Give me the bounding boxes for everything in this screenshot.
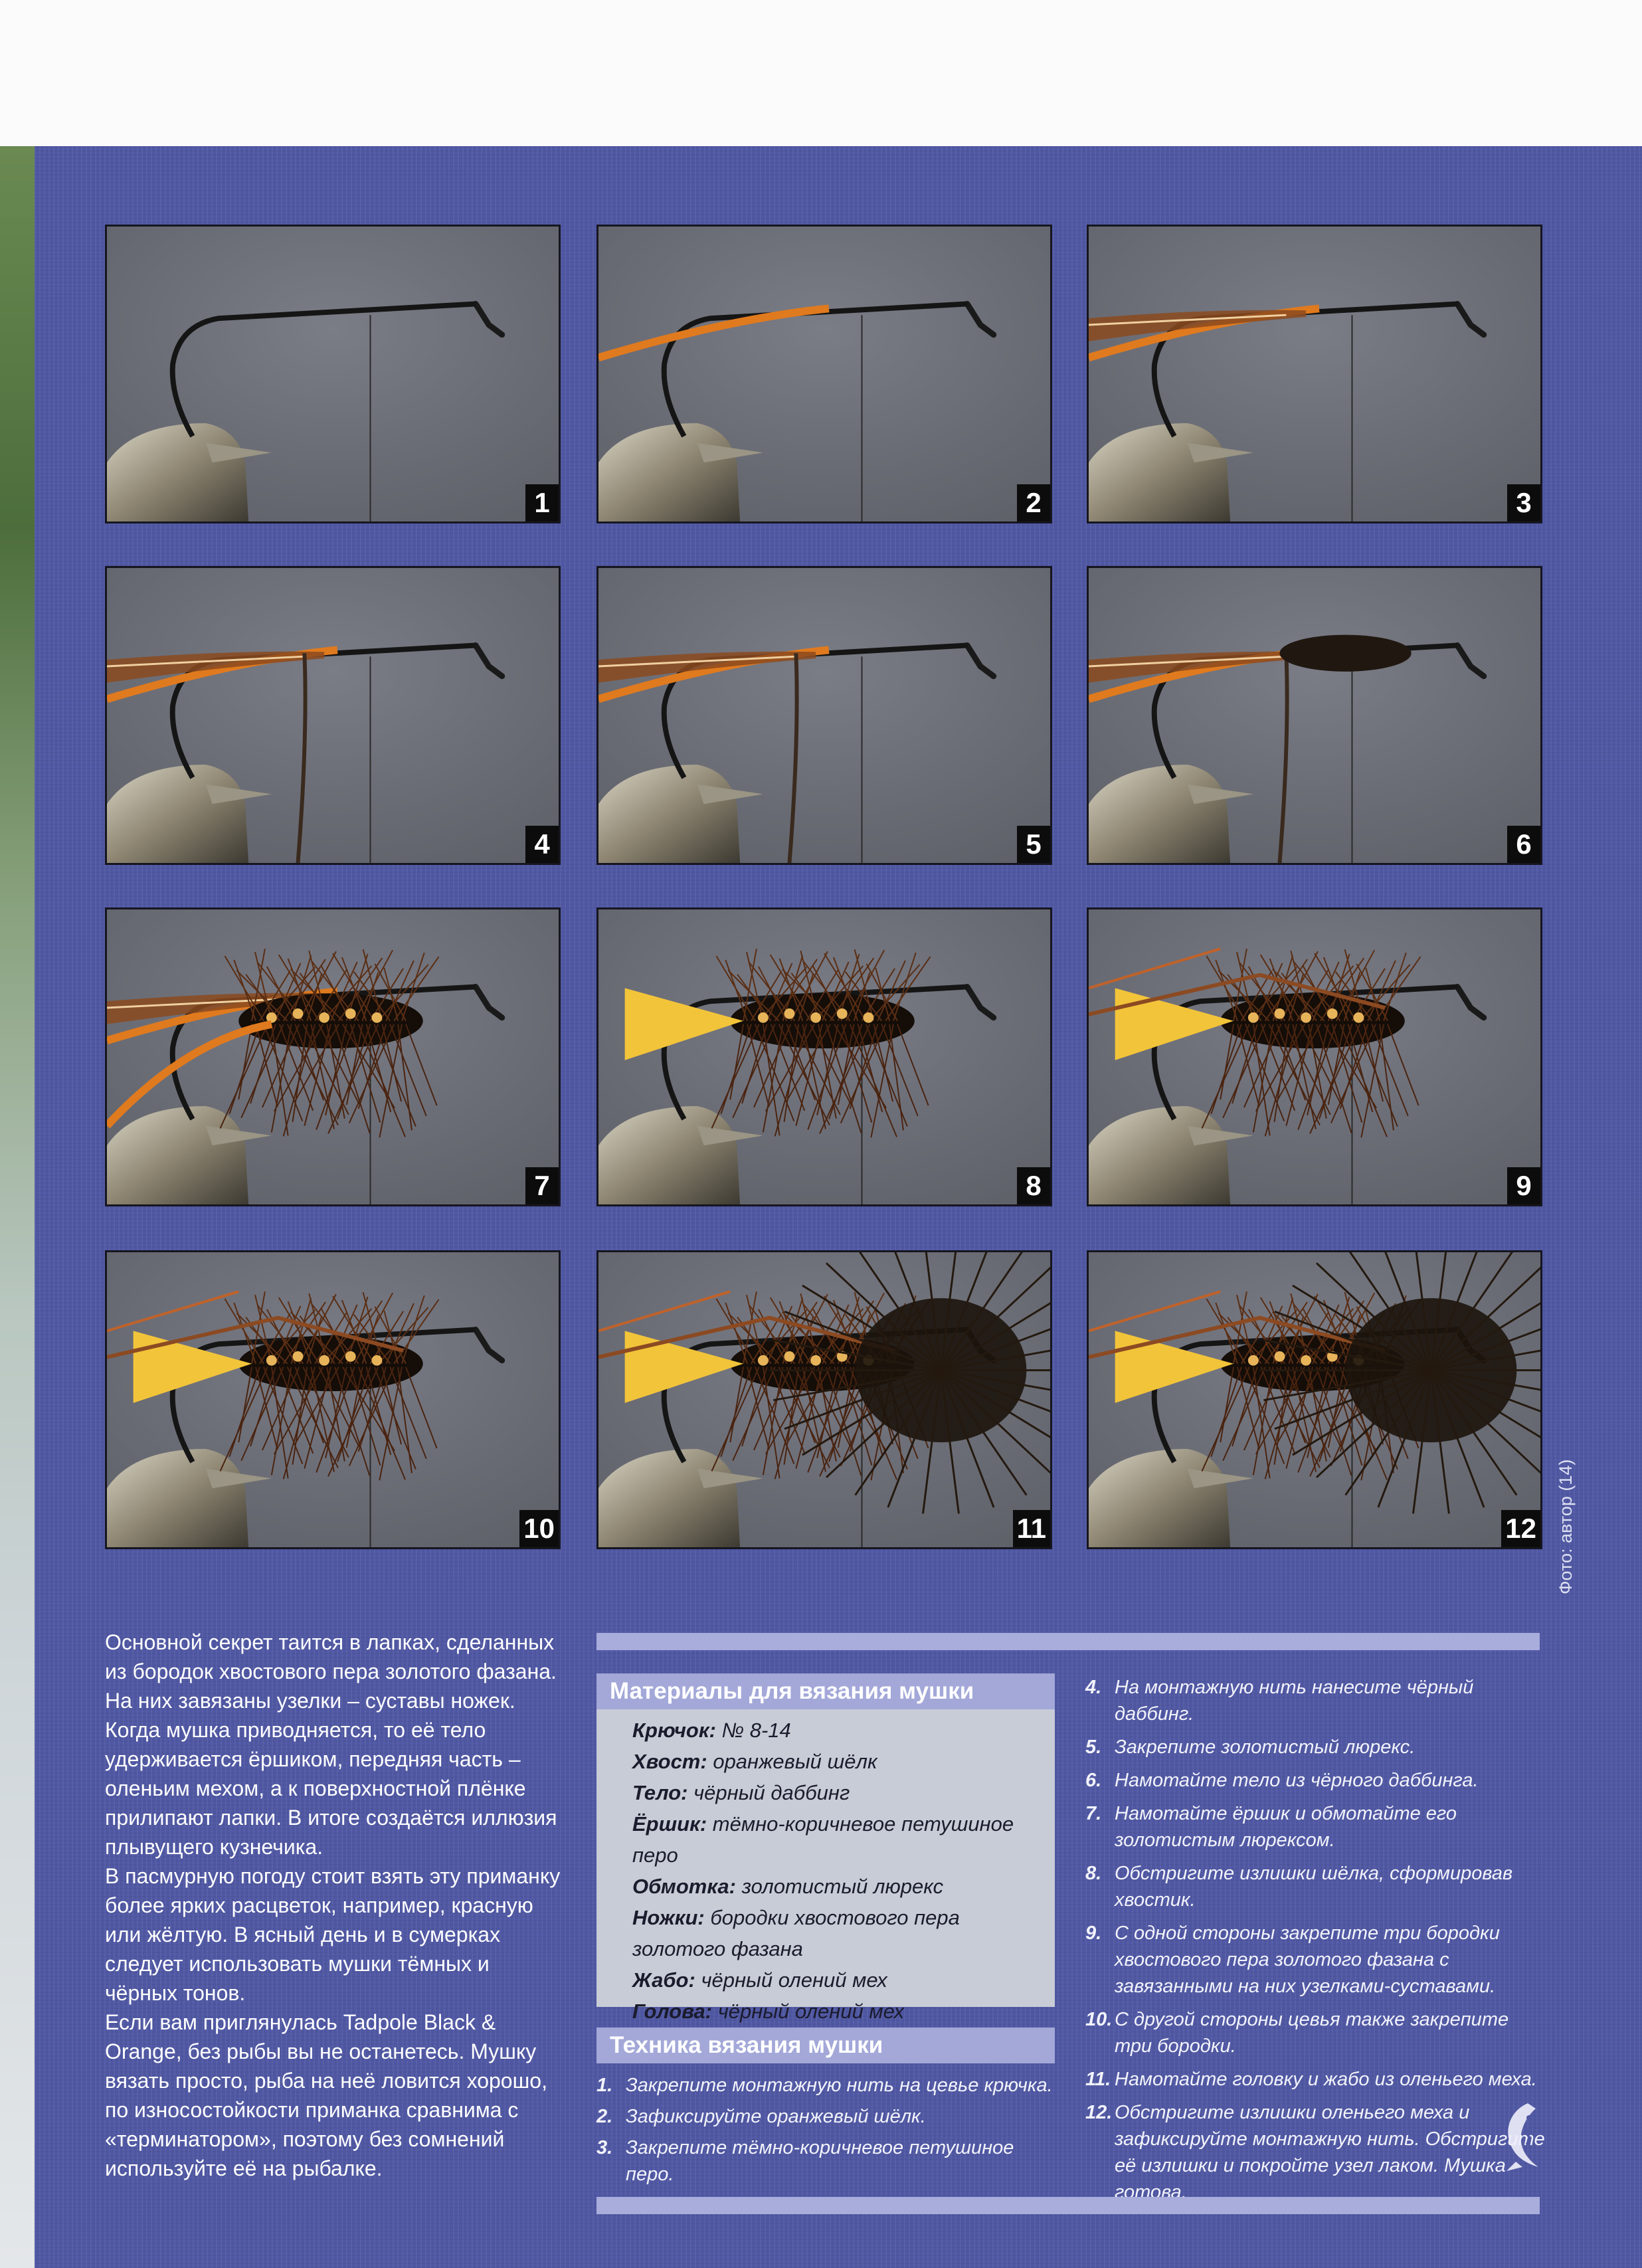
step-photo: 3 <box>1087 225 1542 523</box>
photo-credit: Фото: автор (14) <box>1556 1459 1576 1594</box>
technique-step: 12.Обстригите излишки оленьего меха и за… <box>1085 2099 1550 2206</box>
materials-title: Материалы для вязания мушки <box>596 1673 1055 1709</box>
material-row: Крючок: № 8-14 <box>632 1715 1042 1746</box>
step-text: Закрепите монтажную нить на цевье крючка… <box>626 2075 1053 2096</box>
intro-paragraph: Если вам приглянулась Tadpole Black & Or… <box>105 2010 547 2180</box>
step-photo-number: 2 <box>1017 484 1050 521</box>
divider-bar-top <box>596 1633 1540 1650</box>
step-text: Намотайте головку и жабо из оленьего мех… <box>1115 2069 1537 2090</box>
technique-step: 2. Зафиксируйте оранжевый шёлк. <box>596 2103 1061 2130</box>
step-photo: 4 <box>105 566 561 865</box>
step-text: Зафиксируйте оранжевый шёлк. <box>626 2106 926 2127</box>
material-name: Крючок: <box>632 1719 716 1742</box>
step-index: 12. <box>1085 2102 1113 2123</box>
material-row: Обмотка: золотистый люрекс <box>632 1871 1042 1902</box>
step-photo: 6 <box>1087 566 1542 865</box>
material-value: оранжевый шёлк <box>713 1750 877 1773</box>
step-text: Обстригите излишки шёлка, сформировав хв… <box>1115 1863 1513 1911</box>
material-row: Ножки: бородки хвостового пера золотого … <box>632 1902 1042 1964</box>
step-text: С другой стороны цевья также закрепите т… <box>1115 2009 1509 2057</box>
material-value: чёрный даббинг <box>693 1781 850 1804</box>
step-photo-number: 6 <box>1507 826 1540 863</box>
step-text: Намотайте ёршик и обмотайте его золотист… <box>1115 1803 1457 1851</box>
step-photo-number: 5 <box>1017 826 1050 863</box>
technique-step: 7. Намотайте ёршик и обмотайте его золоти… <box>1085 1800 1550 1853</box>
technique-step: 5. Закрепите золотистый люрекс. <box>1085 1734 1550 1760</box>
step-photo-number: 9 <box>1507 1167 1540 1204</box>
technique-step: 3. Закрепите тёмно-коричневое петушиное п… <box>596 2134 1061 2188</box>
step-photo: 1 <box>105 225 561 523</box>
technique-step: 8. Обстригите излишки шёлка, сформировав … <box>1085 1860 1550 1913</box>
material-name: Ёршик: <box>632 1812 707 1836</box>
step-photo-number: 7 <box>525 1167 559 1204</box>
step-photo: 9 <box>1087 907 1542 1206</box>
material-value: чёрный олений мех <box>717 2000 905 2023</box>
step-photo-number: 1 <box>525 484 559 521</box>
step-text: Обстригите излишки оленьего меха и зафик… <box>1115 2102 1545 2203</box>
technique-step: 11.Намотайте головку и жабо из оленьего … <box>1085 2066 1550 2093</box>
step-index: 7. <box>1085 1803 1102 1824</box>
material-row: Жабо: чёрный олений мех <box>632 1964 1042 1996</box>
adjacent-page-edge <box>0 146 35 2268</box>
step-index: 6. <box>1085 1770 1102 1791</box>
step-photo: 2 <box>596 225 1052 523</box>
step-photo: 11 <box>596 1250 1052 1549</box>
technique-steps-right: 4. На монтажную нить нанесите чёрный дабб… <box>1085 1674 1550 2212</box>
step-text: Закрепите золотистый люрекс. <box>1115 1737 1415 1758</box>
materials-list: Крючок: № 8-14 Хвост: оранжевый шёлк Тел… <box>596 1709 1055 2023</box>
material-name: Тело: <box>632 1781 688 1804</box>
step-photo: 5 <box>596 566 1052 865</box>
step-index: 3. <box>596 2137 613 2158</box>
technique-step: 6. Намотайте тело из чёрного даббинга. <box>1085 1767 1550 1794</box>
material-name: Обмотка: <box>632 1875 736 1898</box>
material-row: Голова: чёрный олений мех <box>632 1996 1042 2027</box>
step-photo-number: 12 <box>1501 1510 1540 1547</box>
intro-text: Основной секрет таится в лапках, сделанн… <box>105 1628 563 2183</box>
step-photo: 12 <box>1087 1250 1542 1549</box>
technique-step: 9. С одной стороны закрепите три бородки … <box>1085 1920 1550 2000</box>
material-name: Жабо: <box>632 1968 695 1992</box>
step-index: 4. <box>1085 1677 1102 1698</box>
step-index: 8. <box>1085 1863 1102 1884</box>
material-row: Хвост: оранжевый шёлк <box>632 1746 1042 1777</box>
material-name: Хвост: <box>632 1750 707 1773</box>
material-value: № 8-14 <box>721 1719 791 1742</box>
material-name: Голова: <box>632 2000 713 2023</box>
step-text: Намотайте тело из чёрного даббинга. <box>1115 1770 1479 1791</box>
step-text: На монтажную нить нанесите чёрный даббин… <box>1115 1677 1474 1725</box>
divider-bar-bottom <box>596 2197 1540 2214</box>
technique-step: 1. Закрепите монтажную нить на цевье крюч… <box>596 2072 1061 2099</box>
technique-steps-left: 1. Закрепите монтажную нить на цевье крюч… <box>596 2072 1061 2192</box>
material-value: бородки хвостового пера золотого фазана <box>632 1906 960 1960</box>
step-text: Закрепите тёмно-коричневое петушиное пер… <box>626 2137 1014 2185</box>
page-top-margin <box>0 0 1642 146</box>
fish-logo-icon <box>1506 2103 1538 2171</box>
step-photo-number: 8 <box>1017 1167 1050 1204</box>
material-row: Ёршик: тёмно-коричневое петушиное перо <box>632 1808 1042 1871</box>
step-photo-number: 4 <box>525 826 559 863</box>
step-photo-number: 10 <box>519 1510 559 1547</box>
technique-title: Техника вязания мушки <box>596 2028 1055 2063</box>
step-index: 1. <box>596 2075 613 2096</box>
step-photo-number: 3 <box>1507 484 1540 521</box>
step-photo: 7 <box>105 907 561 1206</box>
technique-step: 10.С другой стороны цевья также закрепит… <box>1085 2006 1550 2059</box>
step-index: 10. <box>1085 2009 1113 2030</box>
step-index: 2. <box>596 2106 613 2127</box>
intro-paragraph: В пасмурную погоду стоит взять эту прима… <box>105 1864 561 2005</box>
step-text: С одной стороны закрепите три бородки хв… <box>1115 1923 1500 1997</box>
step-photo: 10 <box>105 1250 561 1549</box>
technique-step: 4. На монтажную нить нанесите чёрный дабб… <box>1085 1674 1550 1727</box>
step-index: 9. <box>1085 1923 1102 1944</box>
intro-paragraph: Основной секрет таится в лапках, сделанн… <box>105 1630 557 1859</box>
material-value: золотистый люрекс <box>741 1875 944 1898</box>
step-index: 11. <box>1085 2069 1111 2090</box>
step-photo-number: 11 <box>1012 1510 1050 1547</box>
step-photo: 8 <box>596 907 1052 1206</box>
material-value: тёмно-коричневое петушиное перо <box>632 1812 1014 1867</box>
step-index: 5. <box>1085 1737 1102 1758</box>
material-value: чёрный олений мех <box>701 1968 887 1992</box>
material-name: Ножки: <box>632 1906 705 1929</box>
material-row: Тело: чёрный даббинг <box>632 1777 1042 1808</box>
